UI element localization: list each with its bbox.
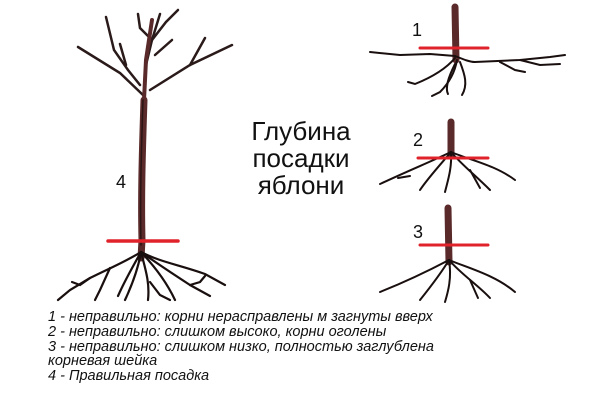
tree-2-too-high [379, 118, 516, 193]
label-2: 2 [413, 130, 424, 150]
tree-3-too-low [379, 204, 516, 303]
legend-item-3-cont: корневая шейка [48, 353, 158, 370]
tree-4-correct [56, 8, 234, 302]
legend-item-1: 1 - неправильно: корни нерасправлены м з… [48, 309, 433, 325]
legend: 1 - неправильно: корни нерасправлены м з… [48, 310, 434, 384]
label-1: 1 [412, 20, 423, 40]
title-line-2: посадки [252, 143, 350, 173]
title-line-1: Глубина [251, 116, 351, 146]
diagram-title: Глубина посадки яблони [236, 118, 366, 199]
legend-item-2: 2 - неправильно: слишком высоко, корни о… [48, 323, 387, 340]
label-3: 3 [413, 222, 424, 242]
tree-1-too-high-bent [369, 3, 566, 97]
title-line-3: яблони [257, 170, 345, 200]
label-4: 4 [116, 172, 127, 192]
legend-item-4: 4 - Правильная посадка [48, 368, 210, 385]
legend-item-3: 3 - неправильно: слишком низко, полность… [48, 338, 434, 355]
